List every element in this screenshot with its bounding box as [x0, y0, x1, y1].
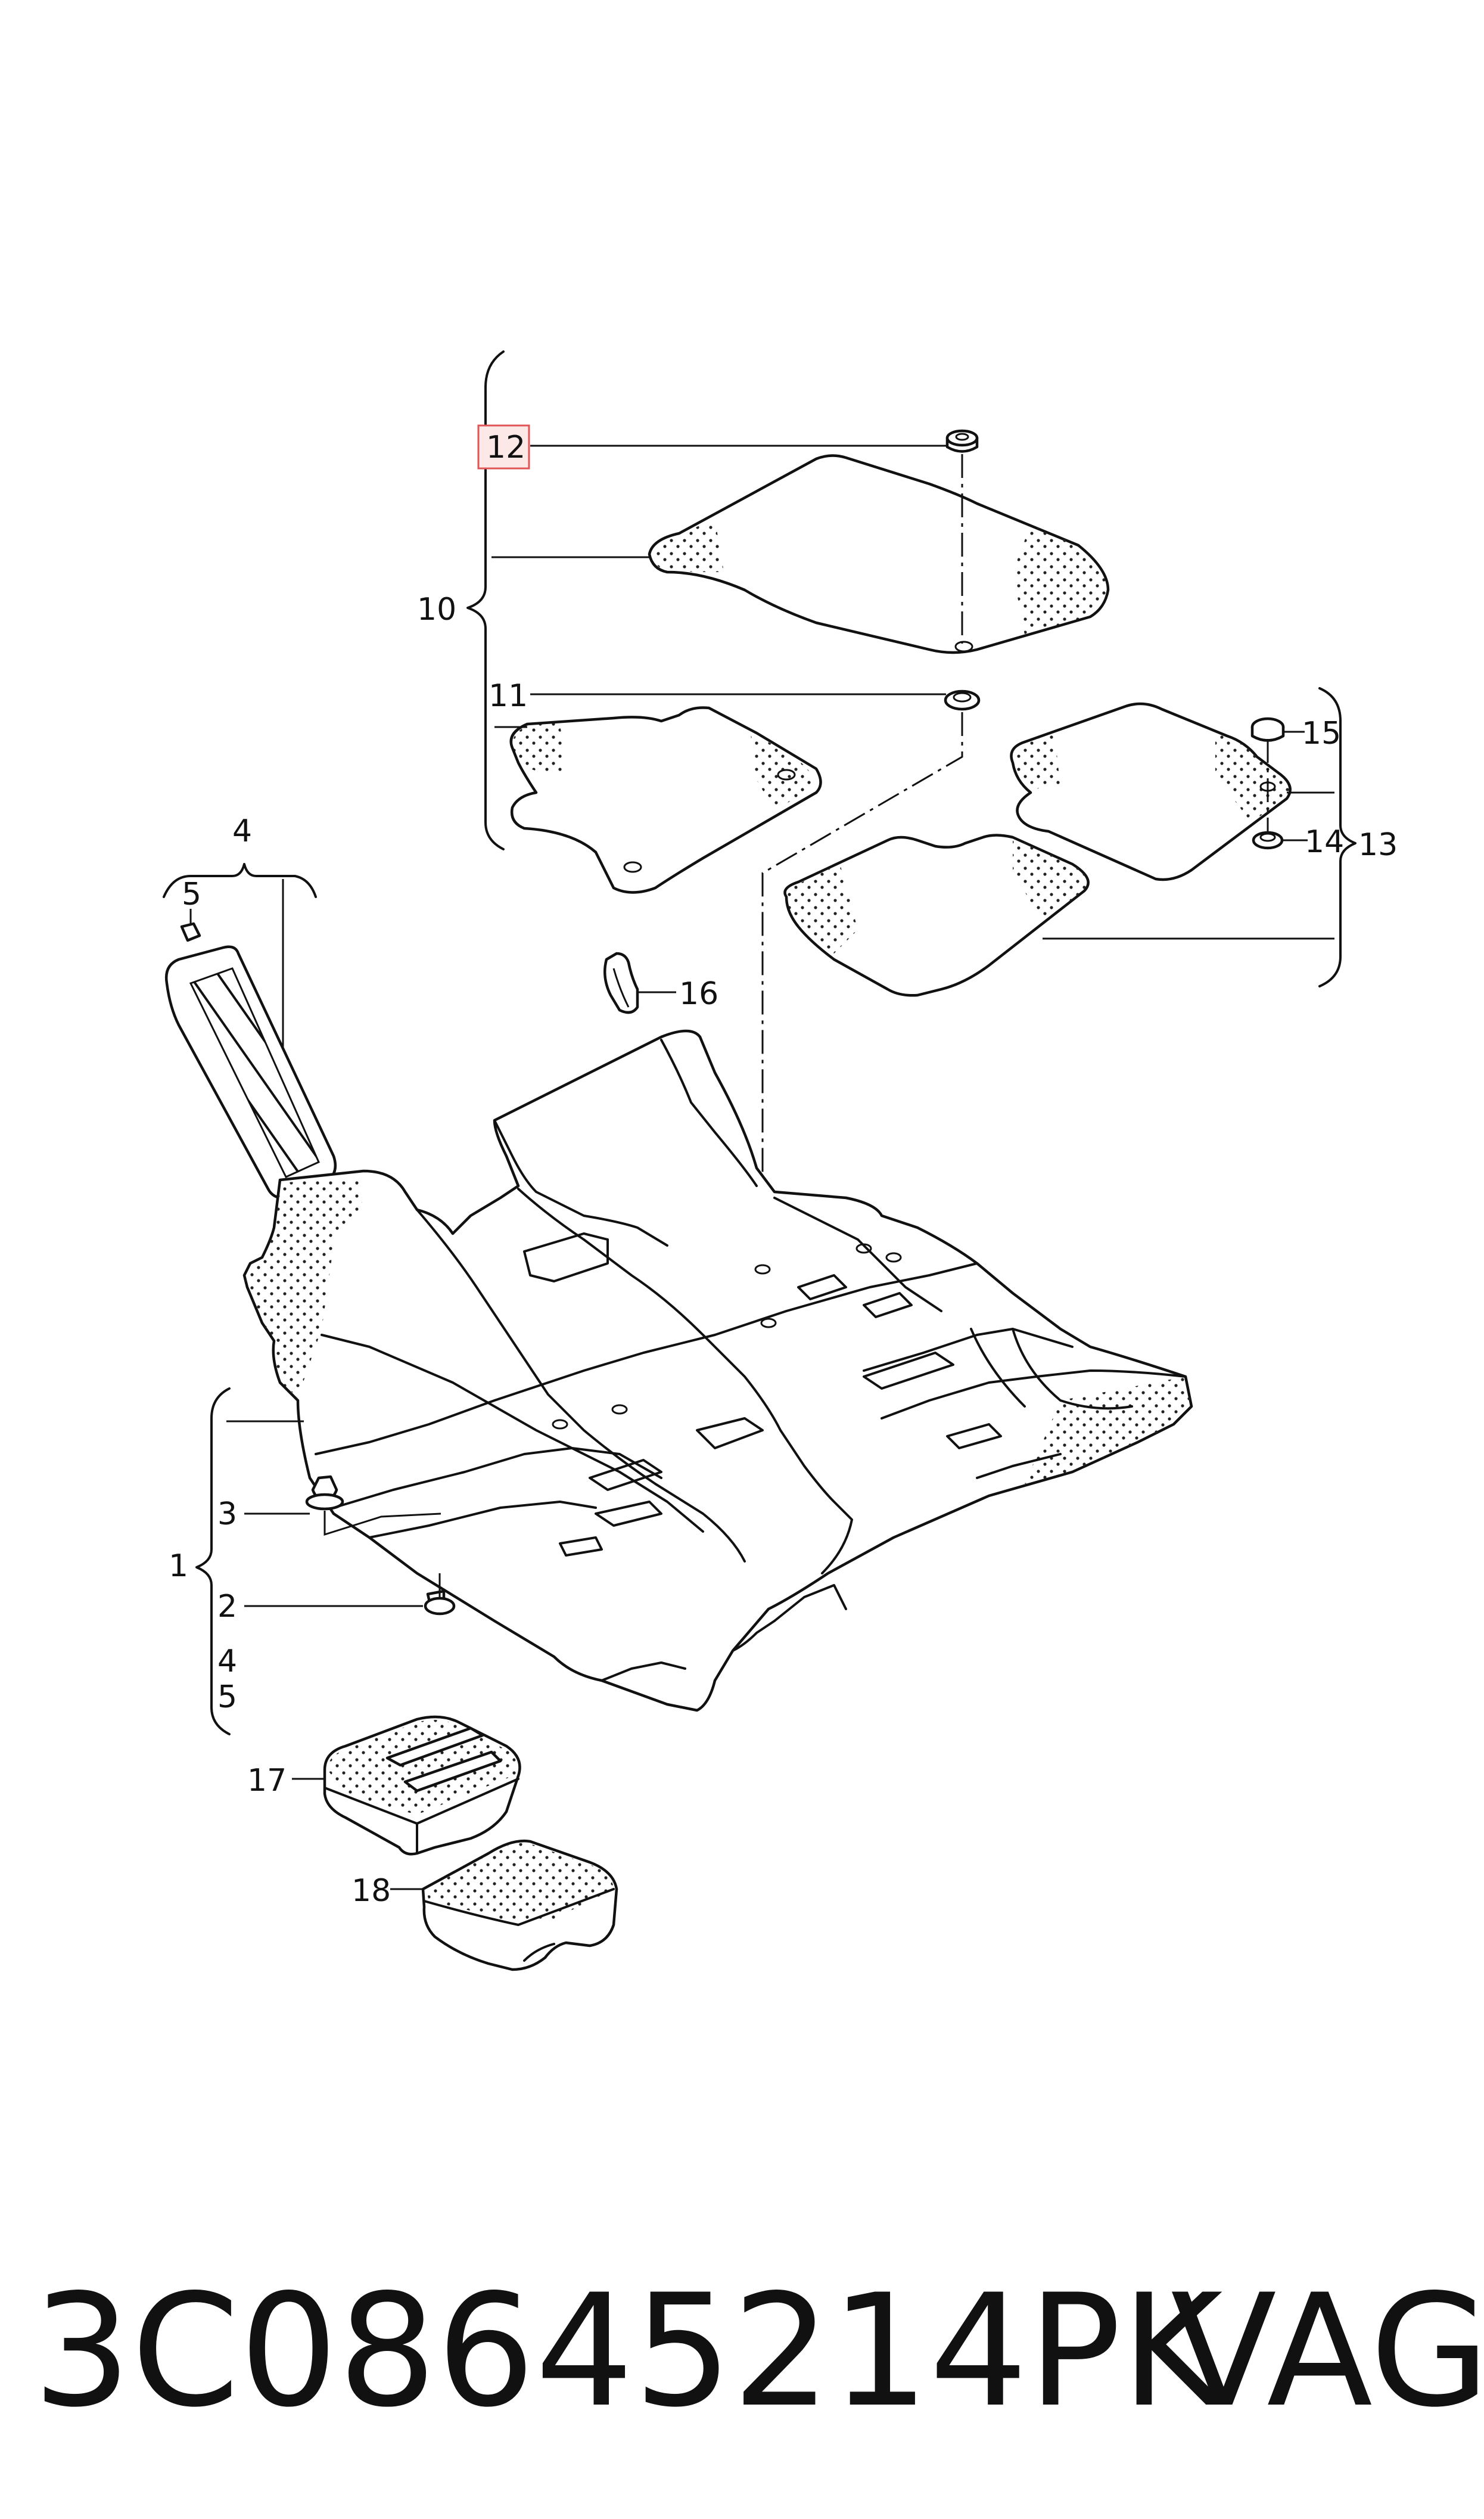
retaining-clip	[603, 952, 639, 1014]
callout-10[interactable]: 10	[417, 592, 456, 628]
rear-floor-mat	[509, 706, 822, 894]
callout-18[interactable]: 18	[351, 1873, 391, 1909]
callout-15[interactable]: 15	[1302, 716, 1341, 751]
callout-2[interactable]: 2	[217, 1589, 237, 1625]
floor-carpet	[242, 1029, 1193, 1712]
callout-14[interactable]: 14	[1305, 824, 1344, 860]
brand-label: VAG	[1171, 2262, 1484, 2442]
callout-12[interactable]: 12	[486, 430, 525, 465]
callout-16[interactable]: 16	[679, 976, 718, 1012]
part-number: 3C08645214PK	[33, 2262, 1228, 2442]
callout-17[interactable]: 17	[247, 1763, 287, 1799]
callout-5-top[interactable]: 5	[182, 877, 201, 912]
footrest-clip	[180, 922, 201, 942]
callout-4-top[interactable]: 4	[232, 813, 252, 849]
rear-mat-lower	[783, 834, 1090, 997]
callout-4-bottom[interactable]: 4	[217, 1644, 237, 1679]
footrest-group: 4 5	[163, 813, 337, 1200]
clip-16-group: 16	[603, 952, 718, 1014]
floor-carpet-group: 1 3 2 4 5	[169, 1029, 1193, 1735]
front-floor-mat	[648, 454, 1110, 654]
rear-mat-group: 15 14 13	[783, 687, 1398, 997]
pad-17-group: 17	[247, 1715, 521, 1856]
callout-5-bottom[interactable]: 5	[217, 1679, 237, 1715]
front-mat-group: 12 10 11	[417, 350, 1110, 1269]
highlight-callout-12	[477, 424, 530, 470]
callout-11[interactable]: 11	[489, 678, 528, 714]
pad-18-group: 18	[351, 1840, 618, 1971]
callout-3[interactable]: 3	[217, 1496, 237, 1532]
callout-13[interactable]: 13	[1358, 827, 1398, 863]
callout-1[interactable]: 1	[169, 1548, 188, 1584]
